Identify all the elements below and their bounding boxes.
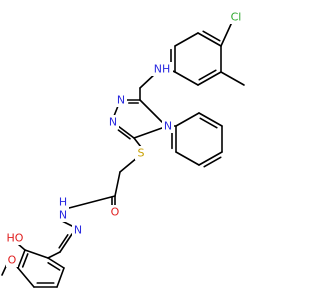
atom-n-triazole-2: N — [107, 115, 119, 129]
atom-label-layer: Cl NH N N N S O — [5, 10, 246, 267]
atom-oh-label: HO — [7, 232, 24, 245]
atom-o-carbonyl: O — [109, 205, 121, 219]
atom-n-triazole-4-label: N — [164, 120, 172, 133]
atom-n-triazole-1-label: N — [117, 94, 125, 107]
atom-cl: Cl — [226, 10, 246, 24]
c5-s-bond — [133, 137, 142, 148]
atom-o-methoxy: O — [6, 253, 18, 267]
molecule-structure: Cl NH N N N S O — [1, 10, 246, 288]
ring2-bond-inner — [203, 156, 222, 168]
imine-bond-inner — [58, 234, 69, 249]
co-n-bond — [68, 195, 116, 209]
bond — [56, 267, 65, 288]
ring2-bond-inner — [199, 117, 218, 129]
atom-o-carbonyl-label: O — [111, 206, 120, 219]
ch-ring-bond — [47, 251, 61, 259]
atom-n-triazole-4: N — [162, 119, 174, 133]
ch2-co-bond — [114, 171, 121, 197]
ring2-bond — [198, 112, 223, 127]
ring1-bond-inner — [202, 30, 221, 42]
triazole-bond — [139, 99, 163, 123]
ring1-bond-inner — [198, 69, 217, 81]
bond — [175, 112, 200, 127]
atom-n-triazole-2-label: N — [109, 116, 117, 129]
ring3-bond — [17, 249, 26, 269]
c-cl-bond — [220, 21, 233, 47]
ring3-bond-inner — [47, 261, 61, 271]
atom-s: S — [135, 146, 147, 160]
atom-o-methoxy-label: O — [8, 254, 17, 267]
bond — [174, 32, 199, 47]
ring2-bond — [198, 151, 223, 166]
molecule-diagram: Cl NH N N N S O — [1, 10, 246, 288]
atom-nh-amine: NH — [151, 62, 173, 76]
ring1-bond — [197, 32, 222, 47]
bond — [174, 71, 199, 86]
methyl-bond — [220, 71, 245, 86]
ring3-bond — [47, 257, 65, 269]
bond-layer — [1, 21, 245, 288]
atom-h-hydrazide-label: H — [59, 196, 67, 209]
imine-bond — [59, 233, 73, 253]
bond — [24, 249, 49, 259]
atom-oh: HO — [5, 231, 26, 245]
triazole-bond-inner — [117, 129, 131, 140]
bond — [175, 151, 200, 166]
triazole-bond — [133, 127, 163, 139]
atom-n-hydrazide: H N — [57, 196, 69, 222]
ring3-bond-inner — [21, 253, 29, 268]
atom-nh-amine-label: NH — [154, 63, 171, 76]
atom-n-hydrazide-label: N — [59, 209, 67, 222]
triazole-bond — [113, 105, 119, 117]
atom-n-triazole-1: N — [115, 93, 127, 107]
triazole-bond — [117, 125, 135, 139]
atom-s-label: S — [138, 147, 145, 160]
bond — [17, 267, 35, 288]
atom-n-imine-label: N — [74, 224, 82, 237]
atom-cl-label: Cl — [231, 11, 242, 24]
atom-n-imine: N — [72, 223, 84, 237]
ring1-bond — [197, 71, 222, 86]
